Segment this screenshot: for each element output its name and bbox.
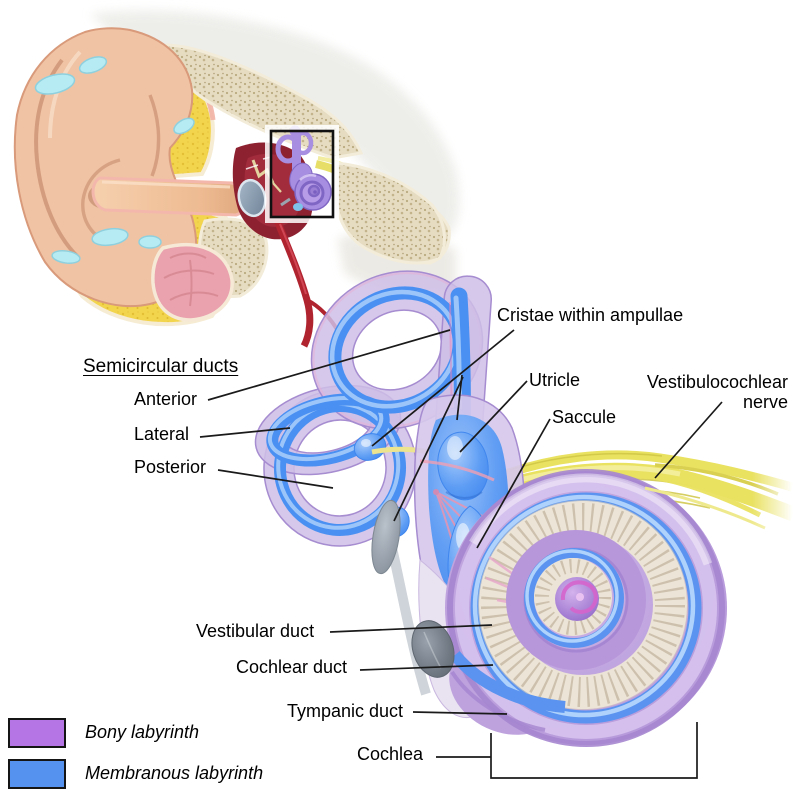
legend-label-bony: Bony labyrinth: [85, 722, 200, 742]
cartilage-pieces: [34, 56, 195, 265]
leader-cristae-branch2: [393, 376, 464, 522]
nerve-fade: [752, 430, 800, 560]
label-saccule: Saccule: [552, 407, 617, 427]
label-cochlea: Cochlea: [357, 744, 424, 764]
leader-lateral: [199, 427, 291, 438]
tympanic-duct-arc: [450, 651, 566, 713]
stapes-oval-window: [371, 499, 401, 575]
leader-cristae-main: [371, 329, 515, 447]
legend-swatch-bony: [8, 718, 66, 748]
ear-cross-section-inset: [13, 10, 460, 348]
label-posterior: Posterior: [134, 457, 207, 477]
label-cochlear-duct: Cochlear duct: [236, 657, 348, 677]
leader-cochlear-duct: [359, 664, 494, 671]
leader-saccule: [476, 418, 551, 549]
bone-right-of-box: [334, 161, 446, 265]
label-cristae: Cristae within ampullae: [497, 305, 684, 325]
legend-label-membranous: Membranous labyrinth: [85, 763, 264, 783]
legend-swatch-membranous: [8, 759, 66, 789]
semicircular-ducts-header: Semicircular ducts: [83, 356, 239, 377]
leader-utricle: [459, 380, 528, 453]
label-vestibulocochlear-nerve: Vestibulocochlear nerve: [646, 372, 788, 413]
label-vestibular-duct: Vestibular duct: [196, 621, 315, 641]
label-utricle: Utricle: [529, 370, 581, 390]
leader-nerve: [654, 401, 723, 479]
inset-highlight-glow: [265, 125, 339, 223]
leader-anterior: [207, 329, 451, 401]
round-window: [411, 620, 455, 678]
leader-tympanic-duct: [412, 711, 508, 715]
leader-vestibular-duct: [329, 624, 493, 633]
bone-cut-edge: [387, 546, 431, 696]
inset-highlight-box: [269, 129, 335, 219]
cochlea-spiral: [445, 469, 727, 747]
leader-posterior: [217, 469, 334, 489]
label-anterior: Anterior: [134, 389, 198, 409]
pink-gland: [151, 243, 234, 322]
lateral-duct: [266, 393, 390, 467]
eardrum: [237, 178, 267, 218]
ear-canal: [91, 176, 247, 217]
label-lateral: Lateral: [134, 424, 190, 444]
label-tympanic-duct: Tympanic duct: [287, 701, 404, 721]
leader-lines: [199, 329, 723, 779]
cochlea-bracket: [490, 722, 698, 779]
